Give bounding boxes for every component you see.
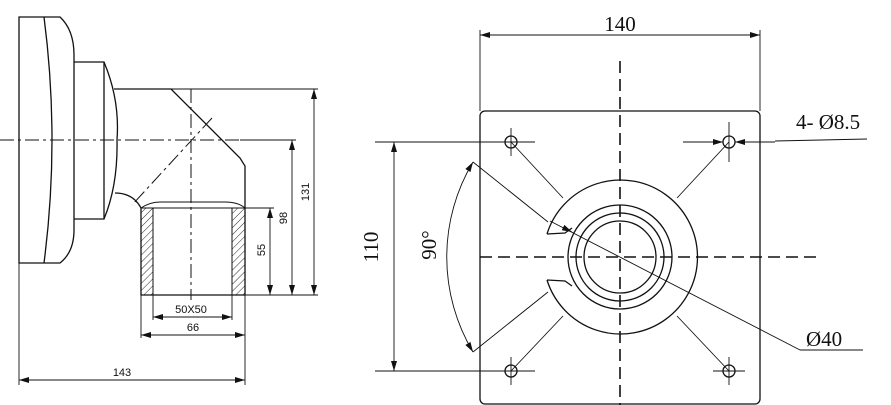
dim-55: 55 <box>256 244 268 256</box>
boss-outer <box>546 179 699 335</box>
dim-131: 131 <box>300 183 312 201</box>
dim-140: 140 <box>604 12 636 36</box>
side-view: 131 98 55 50X50 66 143 <box>0 16 318 385</box>
dim-98: 98 <box>278 212 290 224</box>
dim-50x50: 50X50 <box>175 304 207 316</box>
front-view: 140 110 90° 4- Ø8.5 Ø40 <box>359 12 868 405</box>
socket-wall-left <box>140 207 154 296</box>
hub <box>74 61 119 220</box>
elbow-body <box>114 88 246 296</box>
dim-4-holes: 4- Ø8.5 <box>796 110 860 134</box>
dim-90-deg: 90° <box>417 230 441 259</box>
dim-66: 66 <box>187 322 199 334</box>
socket-wall-right <box>231 207 246 296</box>
dim-143: 143 <box>113 367 131 379</box>
flange <box>18 16 75 264</box>
dim-bore-40: Ø40 <box>806 327 842 351</box>
bore <box>583 220 657 294</box>
dim-110: 110 <box>359 232 383 263</box>
